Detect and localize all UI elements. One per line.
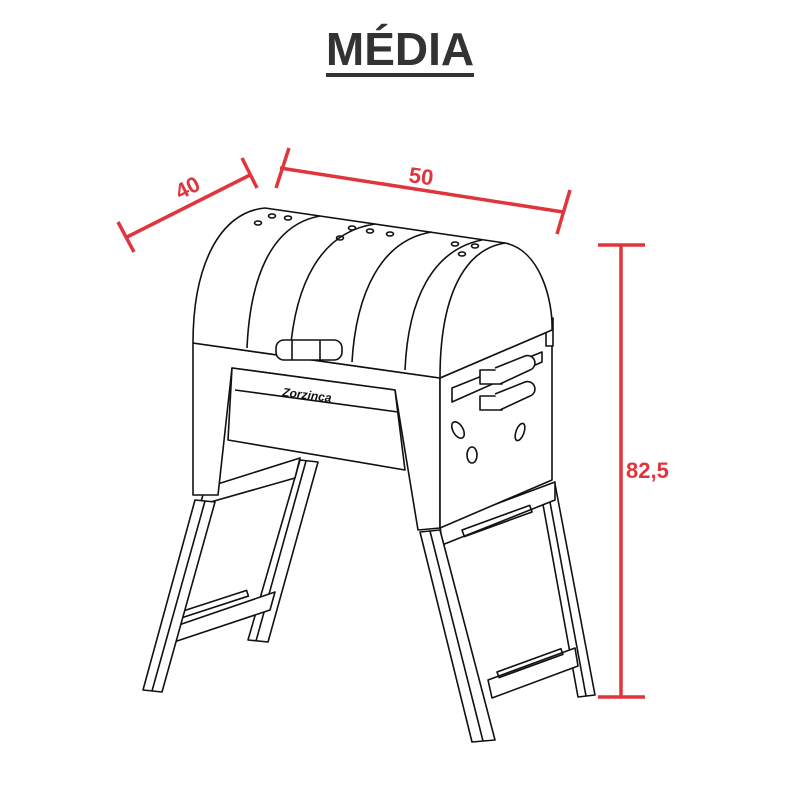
- drum-handle: [275, 339, 343, 361]
- page-title: MÉDIA: [325, 23, 475, 77]
- grill-drum: [192, 207, 553, 379]
- brand-logo: Zorzinca: [281, 385, 333, 405]
- left-front-leg: [142, 499, 216, 693]
- dimension-width: 50: [274, 147, 572, 235]
- svg-text:50: 50: [407, 162, 435, 190]
- right-front-leg: [419, 529, 496, 743]
- grill-drawing: [142, 207, 596, 743]
- dimension-height: 82,5: [598, 243, 669, 699]
- svg-text:82,5: 82,5: [626, 458, 669, 483]
- grill-body: [192, 317, 554, 531]
